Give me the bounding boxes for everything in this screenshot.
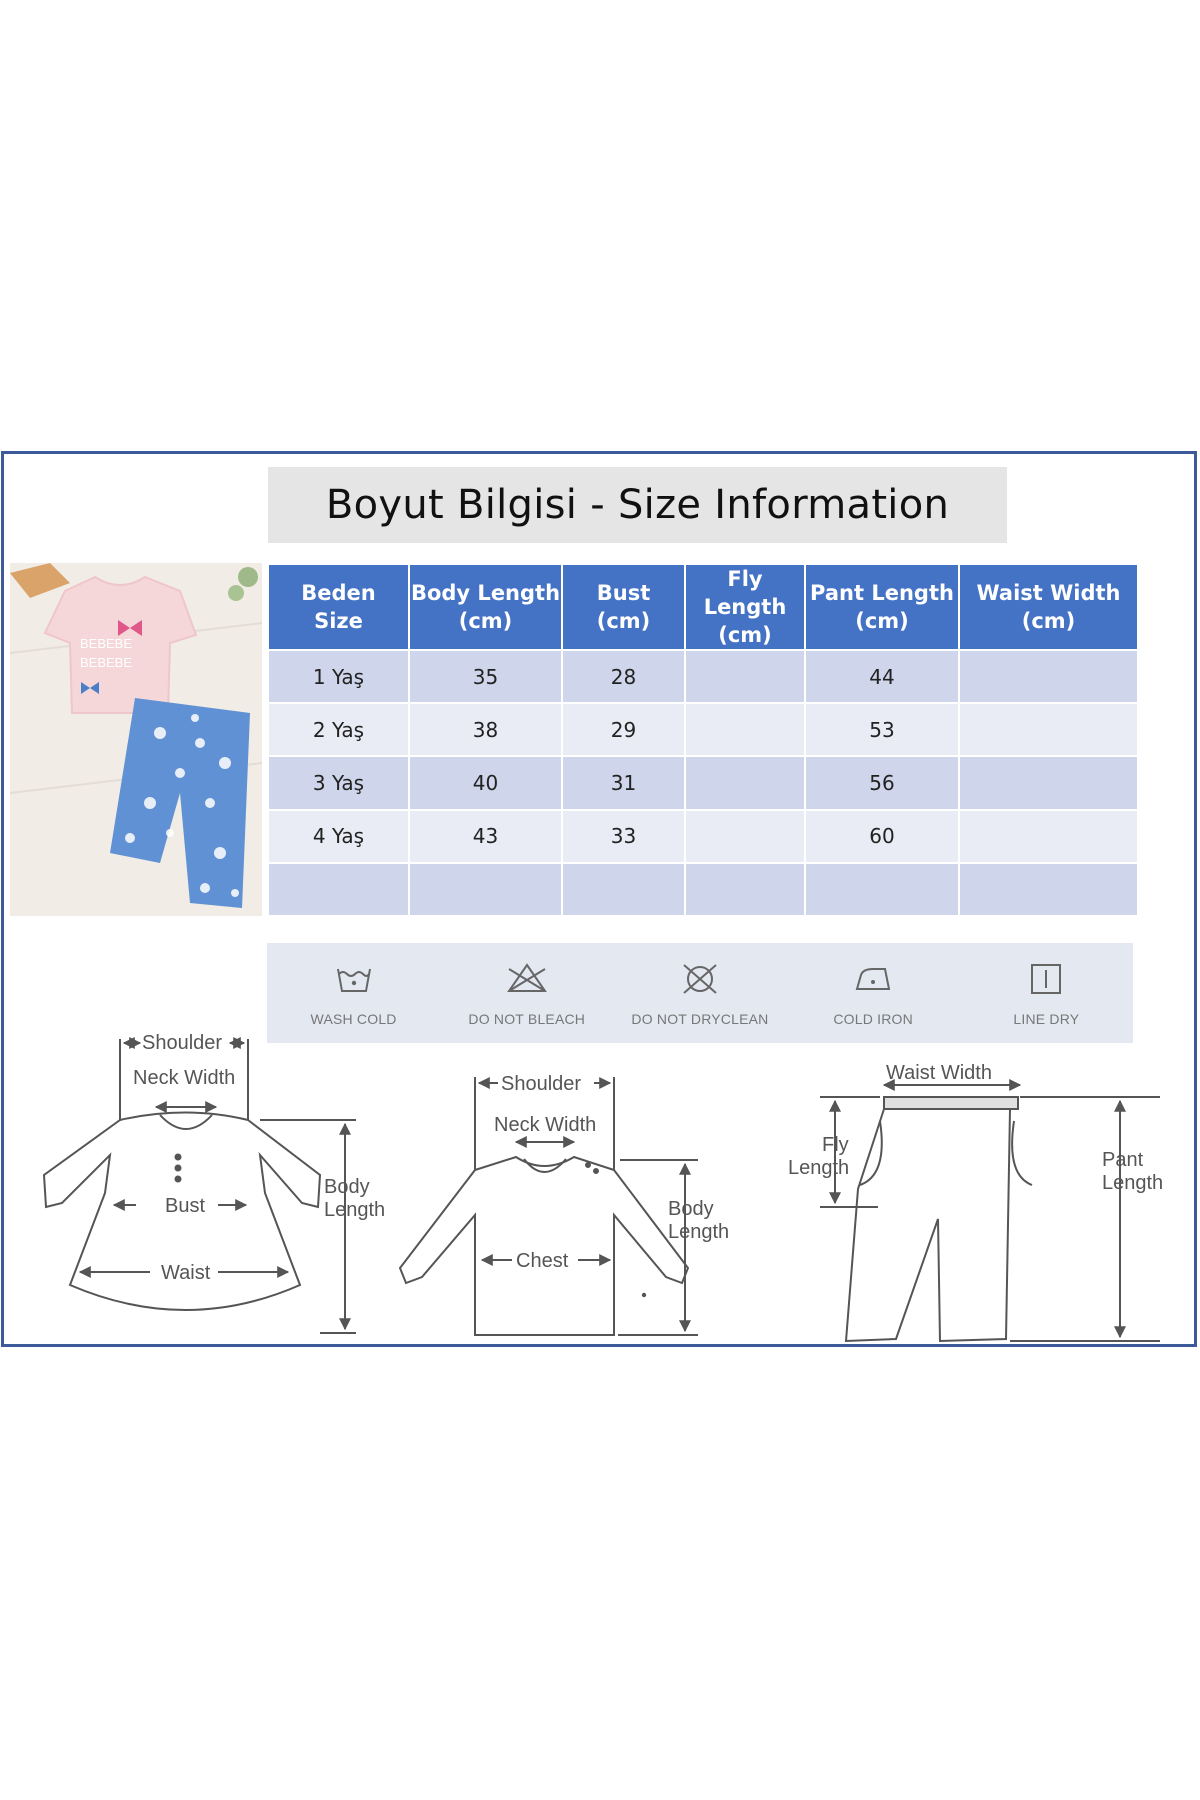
pants-fly-length-label-1: Fly (822, 1134, 849, 1156)
header-body-length: Body Length(cm) (410, 565, 561, 649)
pants-pant-length-label-1: Pant (1102, 1149, 1144, 1171)
product-photo: BEBEBE BEBEBE (10, 563, 262, 916)
table-row: 1 Yaş 35 28 44 (269, 651, 1137, 703)
care-label: WASH COLD (310, 1011, 397, 1027)
table-row: 3 Yaş 40 31 56 (269, 757, 1137, 809)
table-cell: 31 (563, 757, 684, 809)
table-cell: 29 (563, 704, 684, 756)
product-image: BEBEBE BEBEBE (10, 563, 262, 916)
table-row: 4 Yaş 43 33 60 (269, 810, 1137, 862)
svg-text:BEBEBE: BEBEBE (80, 655, 132, 670)
header-waist-width: Waist Width(cm) (960, 565, 1137, 649)
dress-diagram (42, 1037, 356, 1334)
header-bust: Bust(cm) (563, 565, 684, 649)
care-label: COLD IRON (833, 1011, 913, 1027)
table-cell (806, 863, 958, 915)
table-cell (269, 863, 408, 915)
table-row: 2 Yaş 38 29 53 (269, 704, 1137, 756)
measurement-diagrams: Shoulder Neck Width Bust Waist Body Leng… (20, 1025, 1180, 1345)
table-cell: 3 Yaş (269, 757, 408, 809)
dress-waist-label: Waist (161, 1262, 211, 1284)
pants-diagram (820, 1079, 1160, 1343)
pants-waist-width-label: Waist Width (886, 1062, 992, 1084)
table-cell: 56 (806, 757, 958, 809)
dress-body-length-label-2: Length (324, 1199, 385, 1221)
dress-shoulder-label: Shoulder (142, 1032, 222, 1054)
do-not-bleach-icon (506, 963, 547, 992)
table-cell (563, 863, 684, 915)
line-dry-icon (1031, 964, 1062, 994)
table-cell: 60 (806, 810, 958, 862)
table-cell (960, 651, 1137, 703)
care-item-do-not-bleach: DO NOT BLEACH (447, 959, 607, 1027)
table-cell: 1 Yaş (269, 651, 408, 703)
header-fly-length: Fly Length(cm) (686, 565, 804, 649)
care-label: DO NOT DRYCLEAN (631, 1011, 769, 1027)
dress-bust-label: Bust (165, 1195, 205, 1217)
dress-neck-width-label: Neck Width (133, 1067, 235, 1089)
do-not-dryclean-icon (683, 964, 717, 994)
table-cell: 43 (410, 810, 561, 862)
measurement-diagrams-svg: Shoulder Neck Width Bust Waist Body Leng… (42, 1032, 1163, 1343)
table-cell (686, 651, 804, 703)
table-cell: 35 (410, 651, 561, 703)
table-cell (686, 757, 804, 809)
shirt-body-length-label-1: Body (668, 1198, 714, 1220)
header-pant-length: Pant Length(cm) (806, 565, 958, 649)
shirt-chest-label: Chest (516, 1250, 569, 1272)
table-cell (960, 863, 1137, 915)
care-instructions: WASH COLD DO NOT BLEACH DO NOT DRYCLEAN … (267, 943, 1133, 1043)
table-cell: 2 Yaş (269, 704, 408, 756)
table-cell (686, 863, 804, 915)
table-cell: 40 (410, 757, 561, 809)
table-cell: 53 (806, 704, 958, 756)
dress-body-length-label-1: Body (324, 1176, 370, 1198)
table-cell (686, 704, 804, 756)
table-cell (410, 863, 561, 915)
table-cell (960, 704, 1137, 756)
care-item-do-not-dryclean: DO NOT DRYCLEAN (620, 959, 780, 1027)
table-row (269, 863, 1137, 915)
care-item-wash-cold: WASH COLD (274, 959, 434, 1027)
table-cell (686, 810, 804, 862)
shirt-shoulder-label: Shoulder (501, 1073, 581, 1095)
table-cell: 4 Yaş (269, 810, 408, 862)
page-title: Boyut Bilgisi - Size Information (325, 482, 950, 528)
table-cell: 33 (563, 810, 684, 862)
pants-fly-length-label-2: Length (788, 1157, 849, 1179)
cold-iron-icon (855, 968, 891, 990)
shirt-diagram (398, 1077, 698, 1336)
table-cell: 28 (563, 651, 684, 703)
shirt-neck-width-label: Neck Width (494, 1114, 596, 1136)
care-item-cold-iron: COLD IRON (793, 959, 953, 1027)
table-cell (960, 810, 1137, 862)
svg-text:BEBEBE: BEBEBE (80, 636, 132, 651)
title-bar: Boyut Bilgisi - Size Information (268, 467, 1007, 543)
table-cell: 38 (410, 704, 561, 756)
care-label: DO NOT BLEACH (468, 1011, 586, 1027)
shirt-body-length-label-2: Length (668, 1221, 729, 1243)
care-item-line-dry: LINE DRY (966, 959, 1126, 1027)
pants-pant-length-label-2: Length (1102, 1172, 1163, 1194)
care-label: LINE DRY (1013, 1011, 1080, 1027)
wash-cold-icon (336, 968, 371, 992)
table-cell: 44 (806, 651, 958, 703)
table-cell (960, 757, 1137, 809)
